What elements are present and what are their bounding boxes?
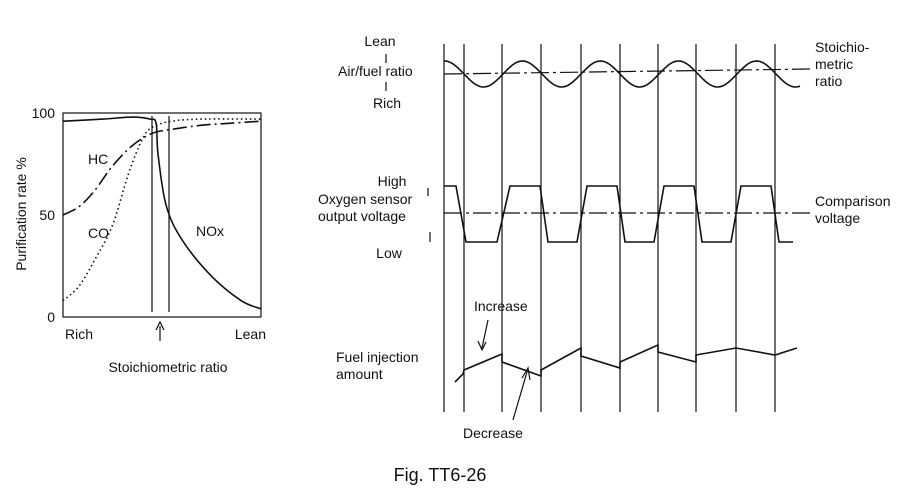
o2-high-label: High <box>378 173 407 189</box>
decrease-arrow <box>512 371 528 421</box>
series-nox-line <box>62 116 262 310</box>
af-lean-label: Lean <box>364 33 395 49</box>
series-hc-line <box>62 120 262 216</box>
decrease-arrow-head <box>521 366 531 381</box>
o2-low-label: Low <box>376 245 403 261</box>
x-axis-label: Stoichiometric ratio <box>108 359 227 375</box>
x-tick-lean: Lean <box>235 326 266 342</box>
series-hc-label: HC <box>88 151 108 167</box>
increase-arrow <box>481 319 489 349</box>
stoich-arrow-head <box>155 320 165 331</box>
af-label: Air/fuel ratio <box>338 63 413 79</box>
timing-diagram: Lean Air/fuel ratio Rich Stoichio-metric… <box>318 33 890 441</box>
purification-chart: 100 50 0 Purification rate % Rich Lean S… <box>13 105 266 375</box>
x-tick-rich: Rich <box>65 326 93 342</box>
series-co-label: CO <box>88 225 109 241</box>
increase-arrow-head <box>477 340 487 352</box>
af-rich-label: Rich <box>373 95 401 111</box>
chart-frame <box>62 112 262 318</box>
fuel-wave <box>454 343 798 383</box>
y-tick-50: 50 <box>39 207 55 223</box>
af-wave <box>443 60 801 88</box>
fuel-increase-label: Increase <box>474 298 528 314</box>
figure-caption: Fig. TT6-26 <box>394 465 487 485</box>
y-tick-0: 0 <box>47 309 55 325</box>
series-nox-label: NOx <box>196 223 224 239</box>
af-reference-line <box>443 68 813 75</box>
y-tick-100: 100 <box>32 105 56 121</box>
series-co-line <box>62 118 262 302</box>
fuel-decrease-label: Decrease <box>463 425 523 441</box>
o2-wave <box>444 185 793 243</box>
y-axis-label: Purification rate % <box>13 157 29 271</box>
